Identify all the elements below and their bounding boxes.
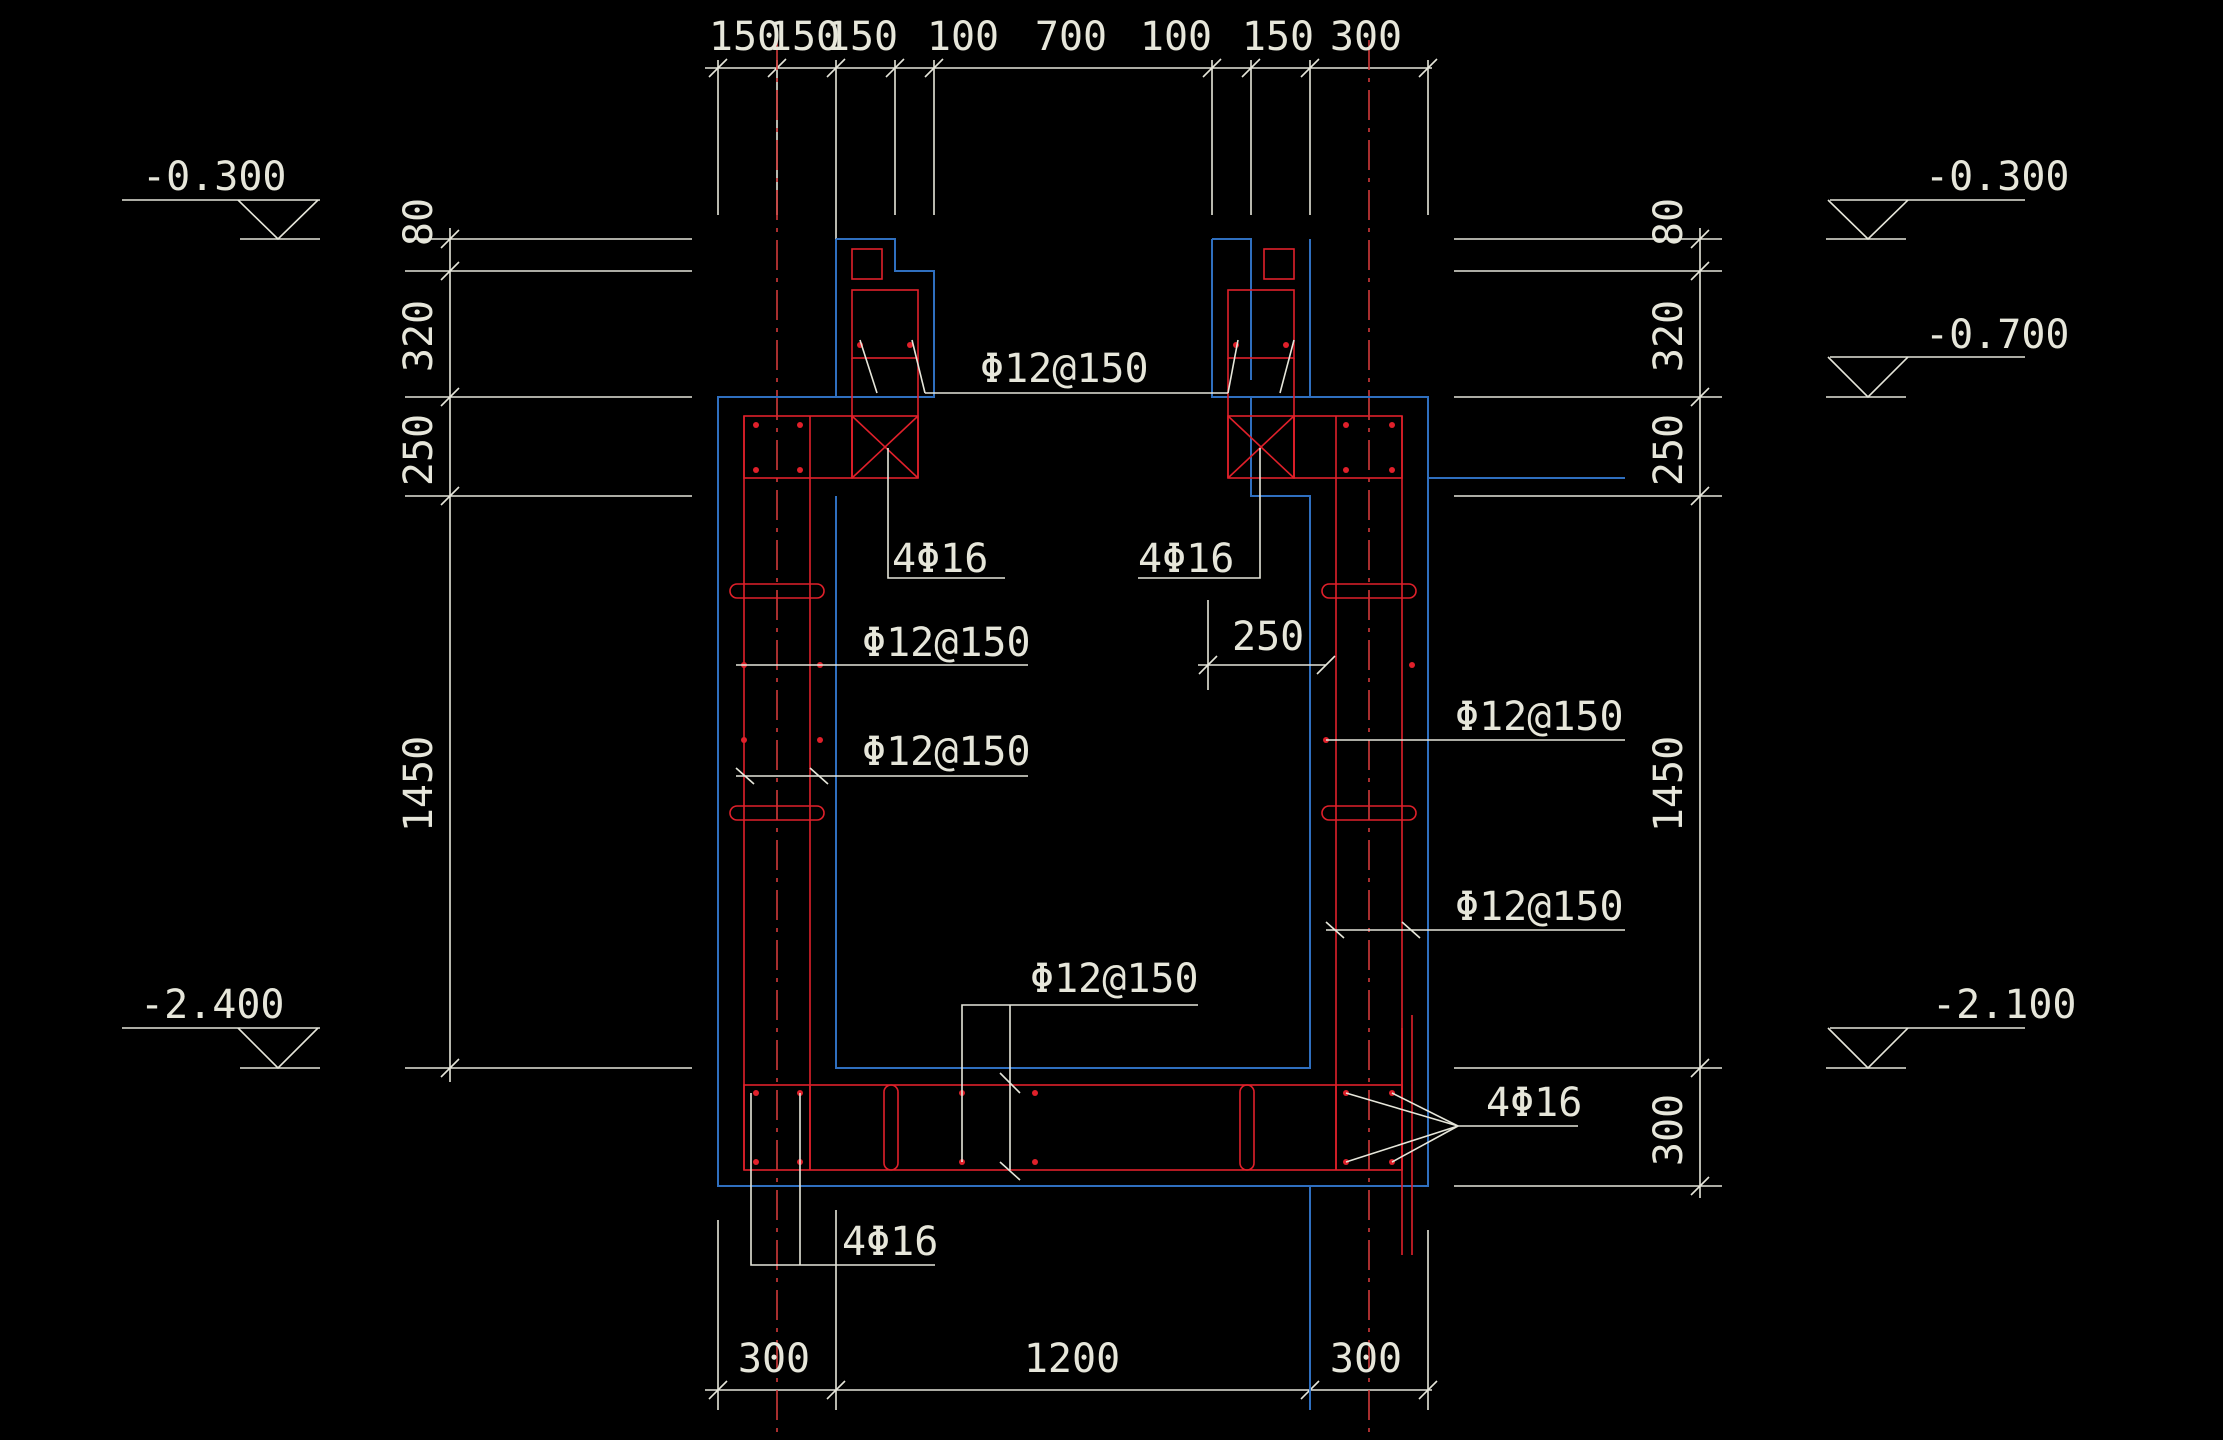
top-dim-7: 150 [1242, 14, 1314, 60]
top-dimension-texts: 150 150 150 100 700 100 150 300 [709, 14, 1402, 60]
rebar-dots [741, 342, 1415, 1165]
left-dim-2: 320 [396, 300, 442, 372]
reinforcement [729, 248, 1417, 1255]
top-dim-8: 300 [1330, 14, 1402, 60]
left-dim-4: 1450 [396, 736, 442, 832]
elevation-right-top: -0.300 [1925, 154, 2070, 200]
right-dim-2: 320 [1646, 300, 1692, 372]
elevation-symbols [122, 199, 2025, 1070]
label-left-wall-1: Φ12@150 [862, 620, 1031, 666]
label-left-wall-2: Φ12@150 [862, 729, 1031, 775]
label-base-right: 4Φ16 [1486, 1080, 1582, 1126]
label-base-slab: Φ12@150 [1030, 956, 1199, 1002]
concrete-outline [717, 238, 1625, 1410]
label-base-left: 4Φ16 [842, 1219, 938, 1265]
elevation-texts: -0.300 -2.400 -0.300 -0.700 -2.100 [140, 154, 2077, 1028]
bottom-dim-3: 300 [1330, 1336, 1402, 1382]
label-right-corner: 4Φ16 [1138, 536, 1234, 582]
label-gap: 250 [1232, 614, 1304, 660]
elevation-left-top: -0.300 [142, 154, 287, 200]
top-dim-1: 150 [709, 14, 781, 60]
label-right-wall-1: Φ12@150 [1455, 694, 1624, 740]
leader-lines [735, 339, 1625, 1266]
bottom-dim-2: 1200 [1024, 1336, 1120, 1382]
bottom-dimension-texts: 300 1200 300 [738, 1336, 1402, 1382]
top-dim-3: 150 [826, 14, 898, 60]
top-dim-4: 100 [927, 14, 999, 60]
bottom-dim-1: 300 [738, 1336, 810, 1382]
left-dim-1: 80 [396, 198, 442, 246]
right-dim-5: 300 [1646, 1094, 1692, 1166]
left-dim-3: 250 [396, 414, 442, 486]
elevation-right-mid: -0.700 [1925, 312, 2070, 358]
label-left-corner: 4Φ16 [892, 536, 988, 582]
top-dim-6: 100 [1140, 14, 1212, 60]
right-dim-3: 250 [1646, 414, 1692, 486]
rebar-labels: Φ12@150 4Φ16 4Φ16 250 Φ12@150 Φ12@150 Φ1… [842, 346, 1624, 1265]
elevation-right-bottom: -2.100 [1932, 982, 2077, 1028]
top-dim-5: 700 [1035, 14, 1107, 60]
elevation-left-bottom: -2.400 [140, 982, 285, 1028]
label-top-bar: Φ12@150 [980, 346, 1149, 392]
label-right-wall-2: Φ12@150 [1455, 884, 1624, 930]
right-dim-1: 80 [1646, 198, 1692, 246]
left-dimension-texts: 80 320 250 1450 [396, 198, 442, 832]
right-dimension-texts: 80 320 250 1450 300 [1646, 198, 1692, 1166]
top-dim-2: 150 [768, 14, 840, 60]
right-dim-4: 1450 [1646, 736, 1692, 832]
